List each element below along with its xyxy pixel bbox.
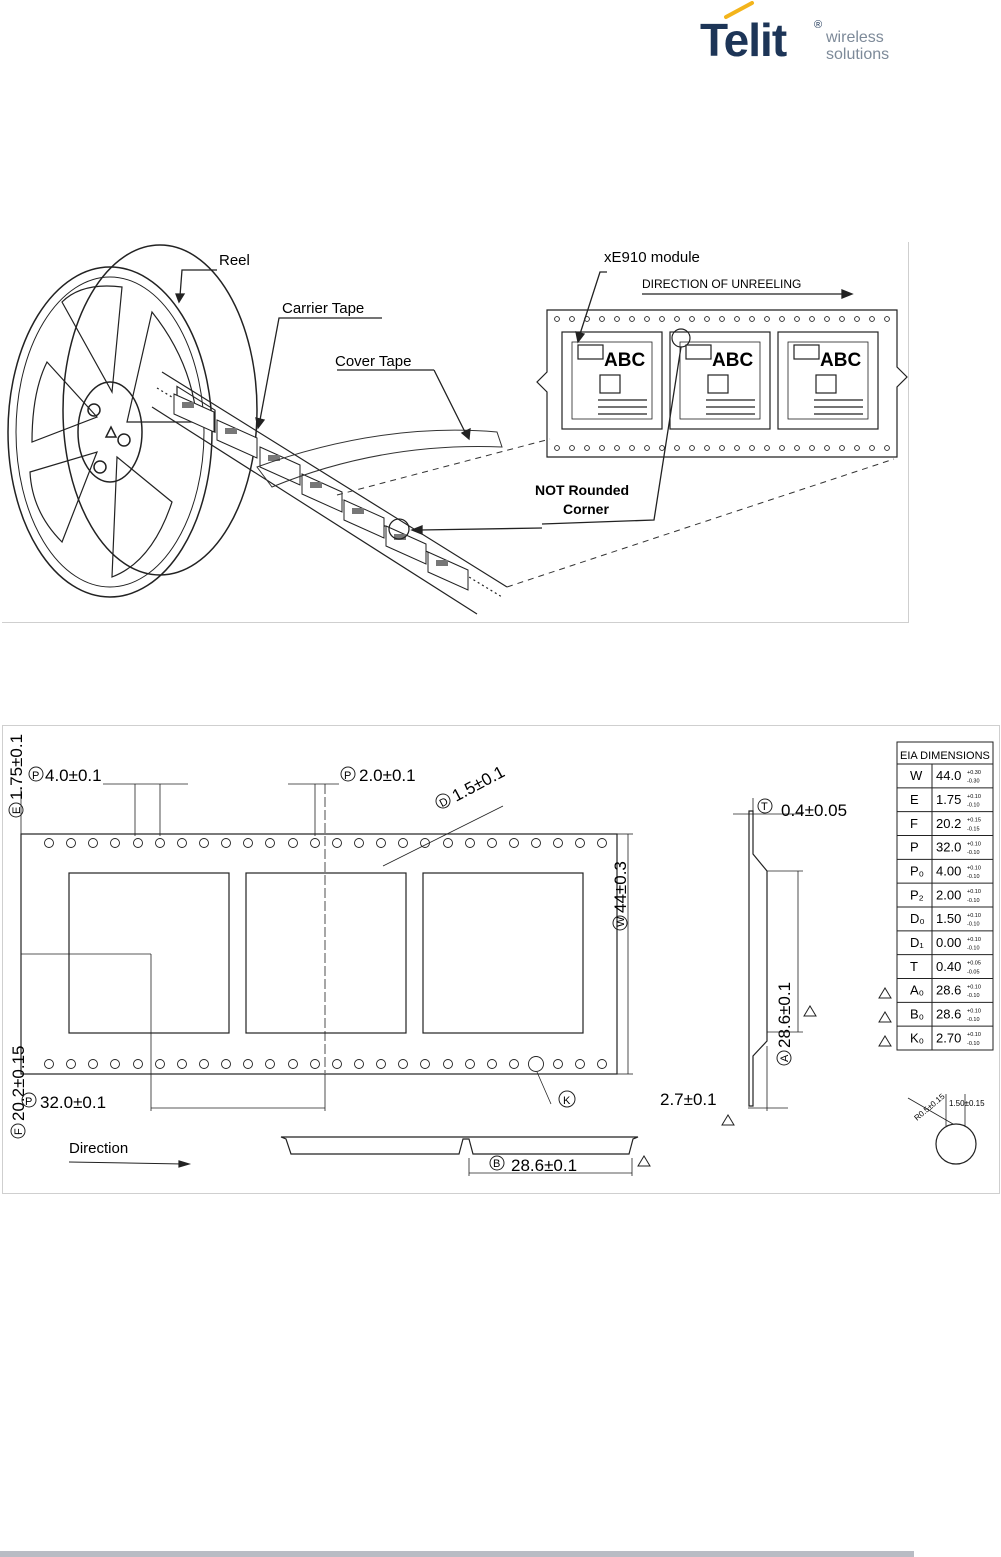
eia-row-key: B₀ (910, 1007, 924, 1022)
p2-symbol: P (344, 770, 351, 782)
module-label: xE910 module (604, 249, 700, 266)
dim-a0: 28.6±0.1 (775, 982, 794, 1048)
tape-dimension-figure: P 4.0±0.1 P 2.0±0.1 D 1.5±0.1 E 1.75±0.1… (2, 725, 1000, 1194)
eia-row-tol-down: -0.10 (967, 874, 980, 880)
dim-p: 32.0±0.1 (40, 1093, 106, 1112)
p-symbol: P (25, 1096, 32, 1108)
corner-label-line2: Corner (563, 501, 609, 517)
logo-accent-icon (724, 1, 754, 19)
eia-row-tol-down: -0.10 (967, 850, 980, 856)
dim-e: 1.75±0.1 (7, 734, 26, 800)
reel-illustration: ABC ABC ABC Reel Carrier Tape Cover Tape… (7, 244, 908, 615)
logo-tagline-line2: solutions (826, 46, 890, 63)
direction-label: DIRECTION OF UNREELING (642, 277, 801, 291)
direction-text: Direction (69, 1140, 128, 1157)
eia-row-value: 28.6 (936, 1007, 961, 1022)
dim-f: 20.2±0.15 (9, 1045, 28, 1121)
eia-row-tol-down: -0.05 (967, 969, 980, 975)
eia-row-key: A₀ (910, 983, 924, 998)
logo-tagline: wireless solutions (826, 29, 889, 63)
telit-logo: Telit ® wireless solutions (700, 1, 910, 67)
eia-row-tol-up: +0.10 (967, 865, 981, 871)
p0-symbol: P (32, 770, 39, 782)
cover-tape-label: Cover Tape (335, 353, 411, 370)
tape-dimension-drawing: P 4.0±0.1 P 2.0±0.1 D 1.5±0.1 E 1.75±0.1… (7, 734, 994, 1176)
eia-row-tol-down: -0.30 (967, 779, 980, 785)
eia-row-value: 0.40 (936, 959, 961, 974)
corner-label-line1: NOT Rounded (535, 482, 629, 498)
eia-row-value: 28.6 (936, 983, 961, 998)
eia-row-key: E (910, 792, 919, 807)
pocket-label-1: ABC (604, 350, 645, 371)
eia-row-key: D₀ (910, 911, 925, 926)
dim-p2: 2.0±0.1 (359, 766, 416, 785)
logo-brand: Telit (700, 14, 787, 66)
k-symbol: K (563, 1095, 571, 1107)
eia-row-tol-down: -0.10 (967, 1017, 980, 1023)
dim-p0: 4.0±0.1 (45, 766, 102, 785)
eia-table-title: EIA DIMENSIONS (900, 750, 990, 762)
t-symbol: T (761, 801, 768, 813)
eia-row-tol-down: -0.10 (967, 993, 980, 999)
eia-row-tol-up: +0.10 (967, 889, 981, 895)
eia-row-value: 2.00 (936, 887, 961, 902)
eia-row-tol-down: -0.10 (967, 802, 980, 808)
eia-row-value: 1.75 (936, 792, 961, 807)
eia-row-tol-down: -0.15 (967, 826, 980, 832)
eia-row-key: P₀ (910, 864, 924, 879)
eia-row-tol-up: +0.10 (967, 937, 981, 943)
eia-row-tol-down: -0.10 (967, 945, 980, 951)
eia-row-tol-up: +0.10 (967, 1032, 981, 1038)
eia-row-tol-up: +0.30 (967, 770, 981, 776)
dim-k0: 2.7±0.1 (660, 1090, 717, 1109)
tape-inset (536, 309, 908, 458)
reel-figure: ABC ABC ABC Reel Carrier Tape Cover Tape… (2, 242, 909, 623)
eia-row-value: 32.0 (936, 840, 961, 855)
eia-row-tol-up: +0.10 (967, 794, 981, 800)
reel-front-flange (7, 266, 213, 598)
w-symbol: W (615, 916, 627, 927)
eia-row-key: D₁ (910, 935, 924, 950)
eia-row-key: F (910, 816, 918, 831)
eia-row-tol-up: +0.10 (967, 1008, 981, 1014)
dim-w: 44±0.3 (611, 861, 630, 913)
eia-row-tol-up: +0.10 (967, 985, 981, 991)
eia-row-value: 4.00 (936, 864, 961, 879)
eia-row-value: 20.2 (936, 816, 961, 831)
reel-back-flange (62, 244, 258, 576)
eia-row-value: 2.70 (936, 1030, 961, 1045)
eia-row-tol-down: -0.10 (967, 922, 980, 928)
eia-row-tol-up: +0.15 (967, 818, 981, 824)
eia-row-key: P (910, 840, 919, 855)
eia-row-tol-down: -0.10 (967, 1041, 980, 1047)
logo-tagline-line1: wireless (826, 29, 884, 46)
eia-row-tol-up: +0.10 (967, 842, 981, 848)
dim-t: 0.4±0.05 (781, 801, 847, 820)
eia-row-value: 0.00 (936, 935, 961, 950)
b0-symbol: B (493, 1158, 500, 1170)
logo-registered-mark: ® (814, 19, 823, 31)
eia-row-value: 1.50 (936, 911, 961, 926)
dim-d0: 1.5±0.1 (449, 762, 508, 805)
eia-row-key: P₂ (910, 887, 924, 902)
pocket-label-3: ABC (820, 350, 861, 371)
reel-label: Reel (219, 252, 250, 269)
detail-width: 1.50±0.15 (949, 1099, 985, 1108)
footer-bar (0, 1551, 914, 1557)
carrier-tape-label: Carrier Tape (282, 300, 364, 317)
eia-row-key: T (910, 959, 918, 974)
a0-symbol: A (779, 1054, 791, 1062)
eia-row-tol-up: +0.05 (967, 961, 981, 967)
pocket-label-2: ABC (712, 350, 753, 371)
eia-row-key: K₀ (910, 1030, 924, 1045)
eia-row-tol-down: -0.10 (967, 898, 980, 904)
eia-row-tol-up: +0.10 (967, 913, 981, 919)
eia-row-value: 44.0 (936, 768, 961, 783)
d0-symbol: D (438, 796, 451, 810)
f-symbol: F (13, 1128, 25, 1135)
eia-row-key: W (910, 768, 923, 783)
e-symbol: E (11, 807, 23, 814)
eia-dimensions-table: EIA DIMENSIONS W 44.0 +0.30 -0.30E 1.75 +0.10… (896, 741, 994, 1051)
dim-b0: 28.6±0.1 (511, 1156, 577, 1175)
